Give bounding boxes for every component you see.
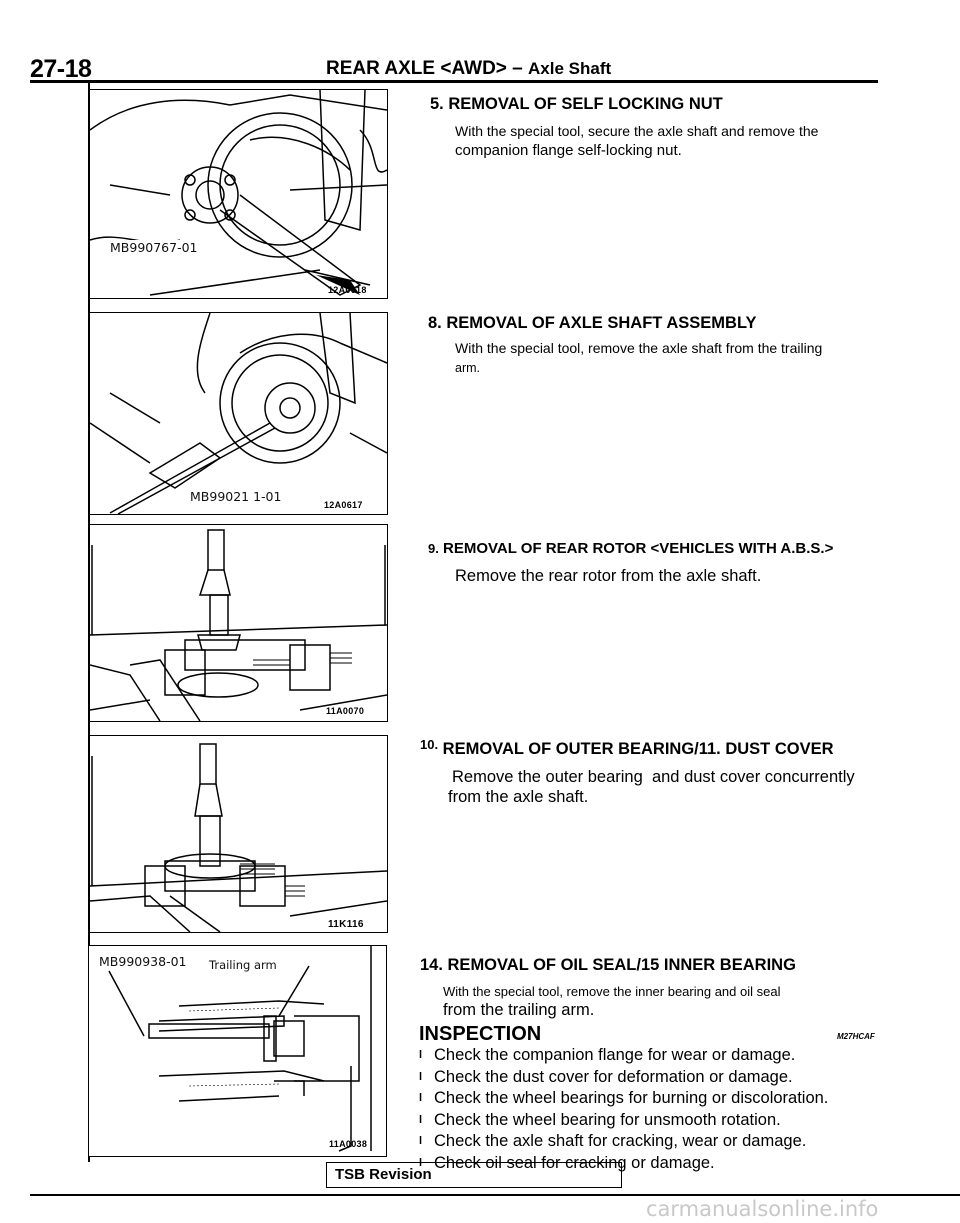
bullet-icon: l	[419, 1092, 423, 1105]
section-8-heading: 8. REMOVAL OF AXLE SHAFT ASSEMBLY	[428, 314, 757, 332]
footer-rule	[30, 1194, 960, 1196]
figure-4-illustration	[90, 743, 387, 932]
section-5-line-1: With the special tool, secure the axle s…	[455, 123, 819, 139]
section-14-heading: 14. REMOVAL OF OIL SEAL/15 INNER BEARING	[420, 956, 796, 974]
figure-2-illustration	[90, 313, 387, 514]
inspection-item-text: Check the wheel bearing for unsmooth rot…	[434, 1110, 781, 1129]
bullet-icon: l	[419, 1070, 423, 1083]
figure-2-code: 12A0617	[324, 500, 363, 510]
figure-1-illustration	[90, 90, 387, 296]
section-5-heading: 5. REMOVAL OF SELF LOCKING NUT	[430, 95, 723, 113]
section-10-text: Remove the outer bearing and dust cover …	[448, 767, 855, 807]
figure-self-locking-nut: MB990767-01 12A0618	[89, 89, 388, 299]
tsb-revision-label: TSB Revision	[335, 1166, 432, 1183]
tsb-revision-box: TSB Revision	[326, 1162, 622, 1188]
section-9-line-1: Remove the rear rotor from the axle shaf…	[455, 567, 762, 585]
inspection-item-text: Check the axle shaft for cracking, wear …	[434, 1132, 807, 1151]
figure-4-code: 11K116	[328, 919, 364, 930]
section-10-number: 10.	[420, 737, 439, 752]
inspection-item: l Check the companion flange for wear or …	[419, 1046, 828, 1068]
figure-1-code: 12A0618	[328, 285, 367, 295]
figure-2-caption: MB99021 1-01	[188, 489, 284, 504]
figure-5-code: 11A0038	[329, 1139, 368, 1149]
section-9-title: REMOVAL OF REAR ROTOR <VEHICLES WITH A.B…	[443, 540, 834, 557]
section-9-text: Remove the rear rotor from the axle shaf…	[455, 566, 761, 586]
figure-outer-bearing: 11K116	[89, 735, 388, 933]
inspection-item: l Check the dust cover for deformation or…	[419, 1068, 828, 1090]
figure-5-illustration	[108, 946, 372, 1152]
inspection-list: l Check the companion flange for wear or …	[419, 1046, 828, 1176]
figure-3-code: 11A0070	[326, 706, 365, 716]
section-10-line-1: Remove the outer bearing and dust cover …	[452, 768, 855, 786]
figure-axle-shaft-assembly: MB99021 1-01 12A0617	[89, 312, 388, 515]
inspection-item-text: Check the companion flange for wear or d…	[434, 1046, 796, 1064]
inspection-code: M27HCAF	[837, 1032, 875, 1041]
inspection-item: l Check the wheel bearings for burning or…	[419, 1089, 828, 1111]
bullet-icon: l	[419, 1113, 423, 1126]
inspection-item-text: Check the wheel bearings for burning or …	[434, 1089, 829, 1108]
section-9-heading: 9. REMOVAL OF REAR ROTOR <VEHICLES WITH …	[428, 540, 833, 557]
figure-5-caption-trailing-arm: Trailing arm	[207, 958, 279, 972]
title-main: REAR AXLE <AWD> –	[326, 58, 529, 79]
section-5-text: With the special tool, secure the axle s…	[455, 121, 818, 161]
page-title: REAR AXLE <AWD> – Axle Shaft	[326, 58, 611, 80]
section-5-line-2: companion flange self-locking nut.	[455, 142, 682, 159]
figure-5-caption: MB990938-01	[97, 954, 189, 969]
header-rule	[30, 80, 878, 83]
bullet-icon: l	[419, 1049, 423, 1061]
inspection-heading: INSPECTION	[419, 1023, 542, 1045]
figure-1-caption: MB990767-01	[108, 240, 200, 255]
section-14-line-1: With the special tool, remove the inner …	[443, 984, 781, 999]
title-sub: Axle Shaft	[528, 59, 612, 78]
inspection-item: l Check the wheel bearing for unsmooth ro…	[419, 1111, 828, 1133]
section-14-text: With the special tool, remove the inner …	[443, 983, 780, 1019]
inspection-item: l Check the axle shaft for cracking, wear…	[419, 1132, 828, 1154]
figure-oil-seal-inner-bearing: MB990938-01 Trailing arm 11A0038	[89, 945, 387, 1157]
watermark: carmanualsonline.info	[646, 1197, 879, 1221]
section-8-line-2: arm.	[455, 361, 480, 375]
page-number: 27-18	[30, 55, 92, 83]
section-9-number: 9.	[428, 541, 439, 556]
figure-3-illustration	[90, 529, 387, 721]
section-8-text: With the special tool, remove the axle s…	[455, 338, 822, 378]
section-10-line-2: from the axle shaft.	[448, 788, 589, 806]
section-10-heading: 10. REMOVAL OF OUTER BEARING/11. DUST CO…	[420, 737, 834, 759]
inspection-item-text: Check the dust cover for deformation or …	[434, 1067, 793, 1086]
figure-rear-rotor: 11A0070	[89, 524, 388, 722]
section-8-line-1: With the special tool, remove the axle s…	[455, 340, 823, 356]
section-14-line-2: from the trailing arm.	[443, 1001, 595, 1019]
section-10-title: REMOVAL OF OUTER BEARING/11. DUST COVER	[442, 740, 834, 758]
bullet-icon: l	[419, 1135, 423, 1148]
